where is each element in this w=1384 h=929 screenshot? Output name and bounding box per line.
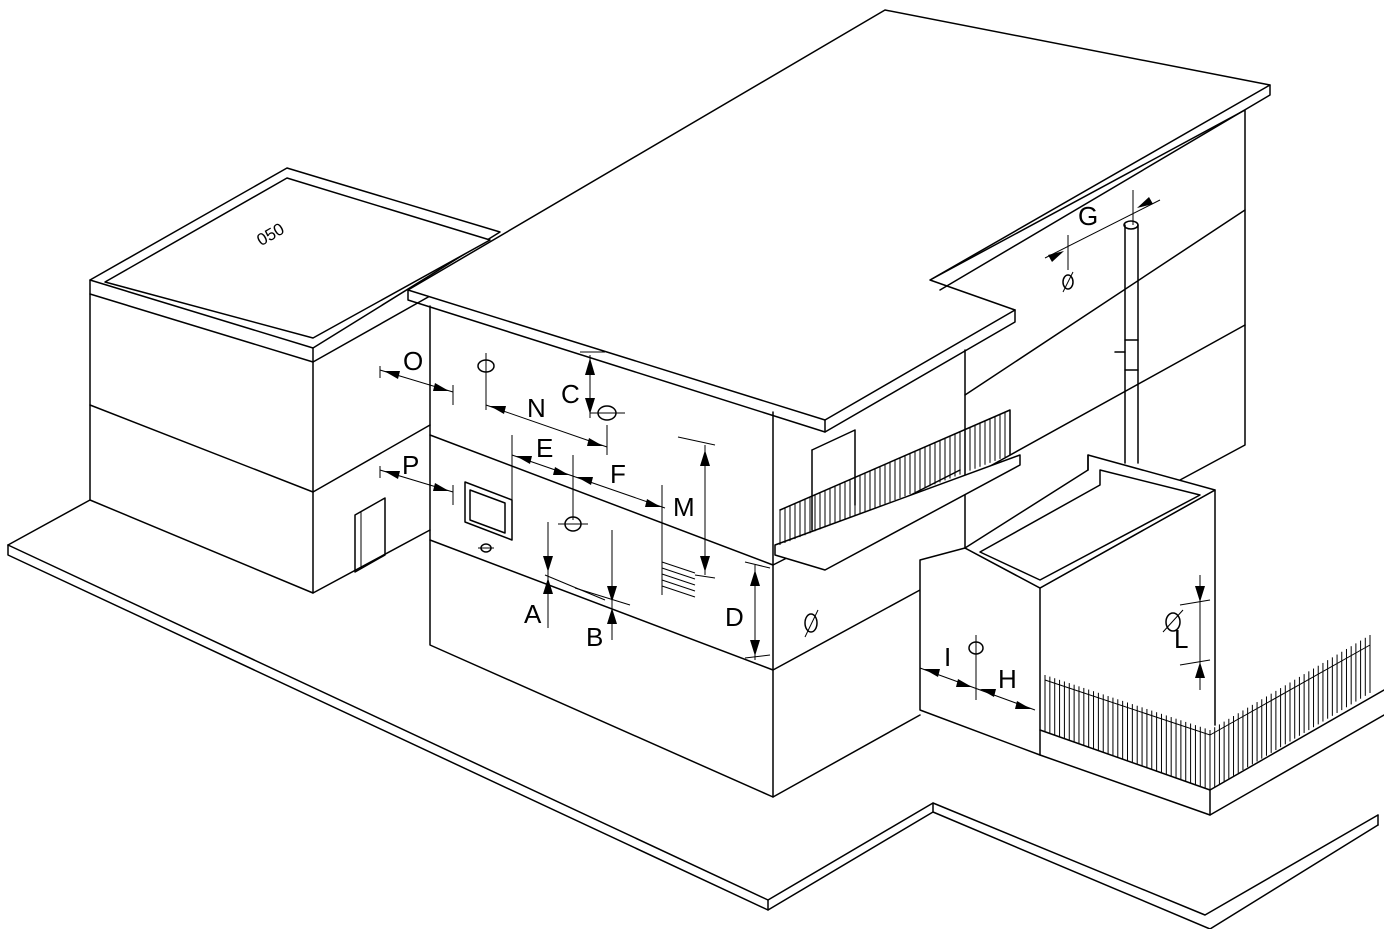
label-f: F — [610, 459, 626, 489]
left-annex: 050 — [89, 167, 501, 594]
label-p: P — [402, 450, 419, 480]
label-h: H — [998, 664, 1017, 694]
dimension-labels: O P N C E F M A B D G I H L — [402, 201, 1188, 694]
dimension-lines — [379, 190, 1211, 711]
balcony — [774, 409, 1021, 571]
fence — [1039, 635, 1384, 816]
wall-openings — [464, 271, 1184, 690]
ground-slab — [7, 499, 1379, 929]
label-c: C — [561, 379, 580, 409]
main-roof — [407, 9, 1271, 433]
label-d: D — [725, 602, 744, 632]
label-a: A — [524, 599, 542, 629]
front-enclosure — [919, 454, 1216, 756]
label-e: E — [536, 433, 553, 463]
label-n: N — [527, 393, 546, 423]
label-l: L — [1174, 624, 1188, 654]
vertical-pipe — [1114, 220, 1139, 464]
label-b: B — [586, 622, 603, 652]
label-m: M — [673, 492, 695, 522]
label-o: O — [403, 346, 423, 376]
label-g: G — [1078, 201, 1098, 231]
label-i: I — [944, 642, 951, 672]
vent-grille — [661, 561, 696, 598]
